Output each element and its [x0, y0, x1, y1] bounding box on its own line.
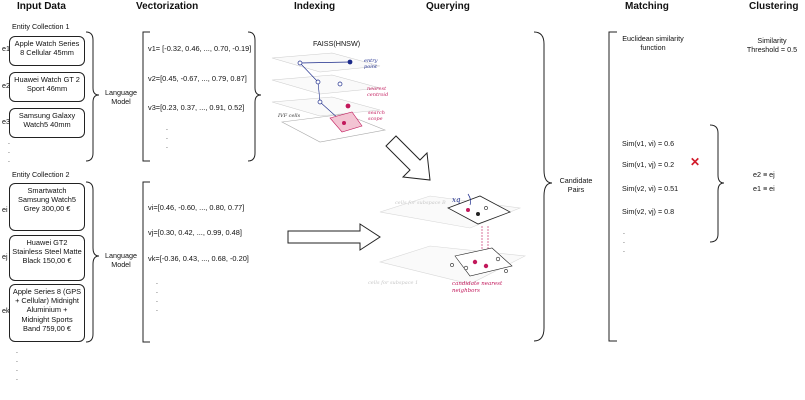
similarity-threshold: Similarity Threshold = 0.5 [746, 36, 798, 54]
header-vectorization: Vectorization [136, 1, 199, 12]
entity-card-ek: Apple Series 8 (GPS + Cellular) Midnight… [9, 284, 85, 342]
candidate-pairs-brace [533, 31, 553, 342]
sim-v2-vj: Sim(v2, vj) = 0.8 [622, 207, 675, 216]
header-matching: Matching [625, 1, 669, 12]
hnsw-diagram [271, 52, 387, 143]
euclidean-function-label: Euclidean similarity function [622, 34, 684, 52]
sim-v1-vj: Sim(v1, vj) = 0.2 [622, 160, 675, 169]
cluster-result-2: e1 ≡ ei [753, 184, 775, 193]
xq-label: xq [452, 196, 461, 204]
header-input-data: Input Data [17, 1, 66, 12]
collection2-title: Entity Collection 2 [12, 170, 70, 179]
collection1-brace [85, 31, 100, 162]
candidate-pairs-label: Candidate Pairs [559, 176, 593, 194]
sim-v1-vi: Sim(v1, vi) = 0.6 [622, 139, 675, 148]
vectors1-bracket-left [142, 31, 150, 162]
cluster-result-1: e2 ≡ ej [753, 170, 775, 179]
sim-brace-right [709, 124, 725, 243]
entity-card-e3: Samsung Galaxy Watch5 40mm [9, 108, 85, 138]
entity-card-ei: Smartwatch Samsung Watch5 Grey 300,00 € [9, 183, 85, 231]
search-scope-label: search scope [368, 110, 385, 122]
vector-v1: v1= [-0.32, 0.46, ..., 0.70, -0.19] [148, 44, 252, 53]
language-model-2: Language Model [105, 251, 137, 269]
language-model-1: Language Model [105, 88, 137, 106]
collection1-ellipsis: ... [8, 139, 10, 164]
entity-id-e1: e1 [2, 44, 10, 53]
entry-point-label: entry point [364, 58, 378, 70]
faiss-title: FAISS(HNSW) [313, 39, 361, 48]
nearest-centroid-label: nearest centroid [367, 86, 389, 98]
vector-vj: vj=[0.30, 0.42, ..., 0.99, 0.48] [148, 228, 242, 237]
sim-v2-vi: Sim(v2, vi) = 0.51 [622, 184, 679, 193]
vector-v3: v3=[0.23, 0.37, ..., 0.91, 0.52] [148, 103, 245, 112]
matching-bracket-left [608, 31, 617, 342]
sims-ellipsis: ... [623, 229, 625, 254]
entity-id-ek: ek [2, 306, 10, 315]
entity-id-e3: e3 [2, 117, 10, 126]
ivf-cells-label: IVF cells [278, 113, 301, 119]
cells-subspace-1-label: cells for subspace 1 [368, 280, 419, 286]
cells-subspace-b-label: cells for subspace B [395, 200, 446, 206]
vectors1-ellipsis: ... [166, 125, 168, 150]
collection1-title: Entity Collection 1 [12, 22, 70, 31]
query-diagram [378, 193, 527, 285]
entity-id-e2: e2 [2, 81, 10, 90]
header-indexing: Indexing [294, 1, 336, 12]
entity-card-ej: Huawei GT2 Stainless Steel Matte Black 1… [9, 235, 85, 281]
collection2-ellipsis: .... [16, 348, 18, 382]
entity-card-e1: Apple Watch Series 8 Cellular 45mm [9, 36, 85, 66]
collection2-brace [85, 181, 100, 343]
vector-v2: v2=[0.45, -0.67, ..., 0.79, 0.87] [148, 74, 247, 83]
vectors2-bracket-left [142, 181, 150, 343]
entity-id-ej: ej [2, 252, 8, 261]
entity-id-ei: ei [2, 205, 8, 214]
header-clustering: Clustering [749, 1, 799, 12]
vector-vk: vk=[-0.36, 0.43, ..., 0.68, -0.20] [148, 254, 249, 263]
entity-card-e2: Huawei Watch GT 2 Sport 46mm [9, 72, 85, 102]
vectors2-ellipsis: .... [156, 279, 158, 313]
vector-vi: vi=[0.46, -0.60, ..., 0.80, 0.77] [148, 203, 245, 212]
candidate-neighbors-label: candidate nearest neighbors [452, 281, 503, 294]
vectors-to-query-arrow [287, 223, 381, 251]
header-querying: Querying [426, 1, 470, 12]
indexing-to-query-arrow [385, 135, 431, 181]
reject-cross-icon: ✕ [690, 155, 701, 169]
vectors1-brace-right [247, 31, 262, 162]
